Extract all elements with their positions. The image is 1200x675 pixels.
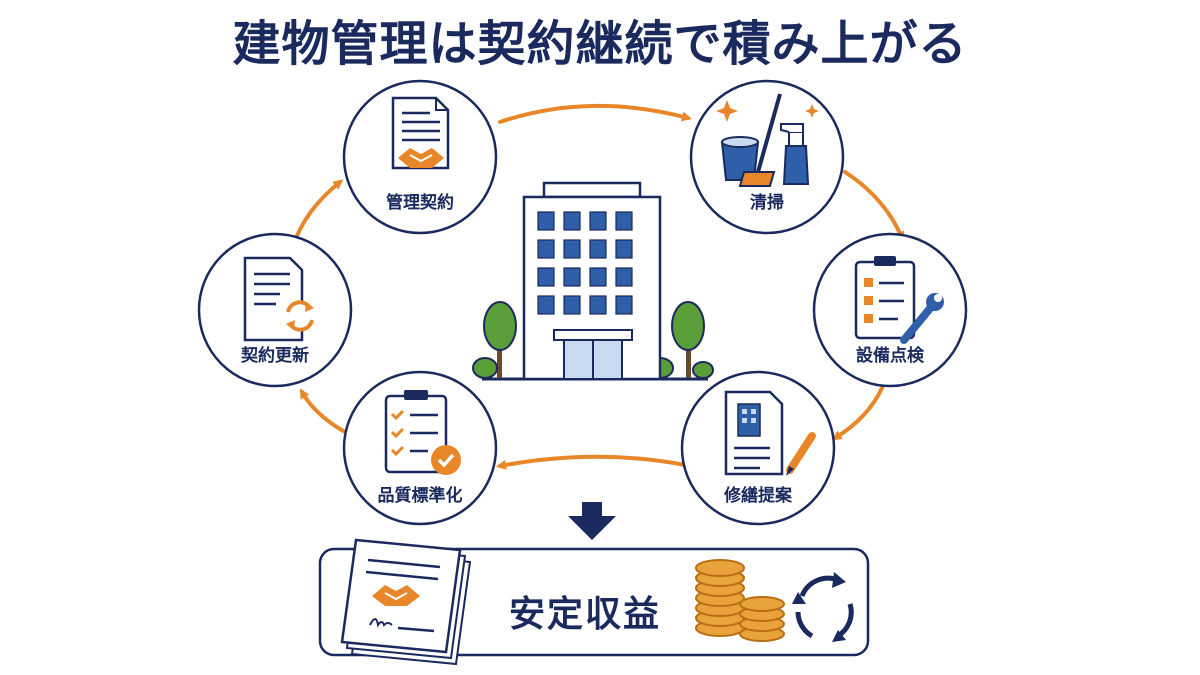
building-window [563, 267, 581, 287]
checklist-wrench-icon [854, 256, 944, 344]
building-window [563, 211, 581, 231]
coin-stack-icon [695, 559, 785, 642]
building-window [537, 239, 555, 259]
node-label-contract: 管理契約 [386, 193, 454, 213]
signed-contracts-icon [340, 538, 472, 666]
arrow-repair-to-quality [496, 454, 687, 470]
building-window [563, 295, 581, 315]
node-label-quality: 品質標準化 [377, 486, 463, 506]
page-title: 建物管理は契約継続で積み上がる [232, 16, 968, 72]
contract-handshake-icon [391, 96, 450, 170]
building-window [537, 295, 555, 315]
proposal-pencil-icon [724, 390, 816, 476]
building-window [589, 211, 607, 231]
node-circle-cleaning [689, 79, 845, 235]
cleaning-tools-icon [716, 93, 819, 187]
building-window [615, 295, 633, 315]
result-label: 安定収益 [508, 594, 661, 635]
down-arrow-icon [568, 502, 616, 540]
arrow-contract-to-cleaning [498, 104, 692, 124]
building-window [589, 239, 607, 259]
building-window [615, 239, 633, 259]
arrow-inspection-to-repair [831, 386, 884, 441]
arrow-renewal-to-contract [291, 179, 344, 248]
building-window [563, 239, 581, 259]
building-window [615, 211, 633, 231]
tree-left-icon [472, 301, 517, 379]
document-renew-icon [243, 256, 315, 342]
arrow-quality-to-renewal [300, 388, 347, 434]
node-label-renewal: 契約更新 [241, 346, 309, 366]
checklist-approved-icon [384, 390, 461, 475]
node-label-inspection: 設備点検 [856, 346, 924, 366]
node-label-repair: 修繕提案 [724, 486, 792, 506]
building-window [589, 267, 607, 287]
arrow-cleaning-to-inspection [843, 170, 905, 242]
recycle-arrows-icon [792, 572, 854, 642]
cycle-arrows [291, 104, 905, 470]
building-window [537, 211, 555, 231]
node-label-cleaning: 清掃 [750, 193, 784, 213]
building-window [589, 295, 607, 315]
building-window [615, 267, 633, 287]
building-window [537, 267, 555, 287]
office-building-icon [472, 181, 714, 381]
